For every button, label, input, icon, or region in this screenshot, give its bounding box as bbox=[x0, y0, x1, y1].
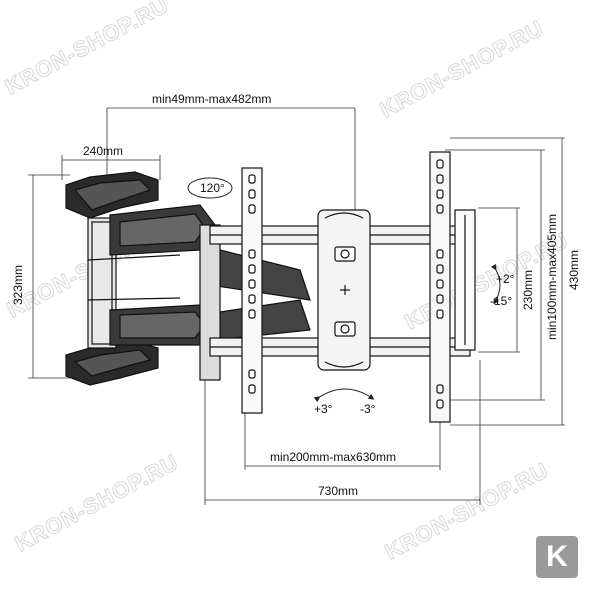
watermark-top-left: KRON-SHOP.RU bbox=[1, 0, 173, 99]
tilt-up-label: +2° bbox=[496, 272, 515, 286]
left-vertical-strut bbox=[241, 167, 263, 414]
watermark-bottom-right: KRON-SHOP.RU bbox=[381, 457, 553, 564]
level-arc-icon bbox=[313, 388, 375, 403]
bracket-height-label: 430mm bbox=[567, 250, 581, 290]
total-width-label: 730mm bbox=[318, 484, 358, 498]
wall-plate bbox=[65, 171, 181, 386]
swivel-angle-icon bbox=[187, 177, 233, 199]
dimension-lines bbox=[28, 107, 565, 505]
vesa-vertical-range-label: min100mm-max405mm bbox=[545, 214, 559, 340]
angle-indicators bbox=[187, 177, 501, 403]
brand-logo-letter: K bbox=[546, 540, 568, 573]
tilt-arc-icon bbox=[490, 263, 501, 305]
swivel-angle-label: 120° bbox=[200, 181, 225, 195]
articulating-arms bbox=[109, 204, 311, 381]
wall-plate-height-label: 323mm bbox=[11, 265, 25, 305]
center-plate bbox=[317, 209, 371, 371]
dimension-labels: min49mm-max482mm 240mm 120° 323mm +2° -1… bbox=[11, 92, 581, 498]
level-minus-label: -3° bbox=[360, 402, 376, 416]
right-vertical-strut bbox=[429, 151, 476, 423]
watermark-bottom-left: KRON-SHOP.RU bbox=[11, 449, 183, 556]
level-plus-label: +3° bbox=[314, 402, 333, 416]
watermark-top-right: KRON-SHOP.RU bbox=[376, 15, 548, 122]
brand-logo: K bbox=[536, 536, 578, 578]
arm-extension-label: min49mm-max482mm bbox=[152, 92, 271, 106]
wall-plate-width-label: 240mm bbox=[83, 144, 123, 158]
vesa-vertical-min-label: 230mm bbox=[521, 270, 535, 310]
tilt-down-label: -15° bbox=[490, 294, 512, 308]
vesa-horizontal-range-label: min200mm-max630mm bbox=[270, 450, 396, 464]
